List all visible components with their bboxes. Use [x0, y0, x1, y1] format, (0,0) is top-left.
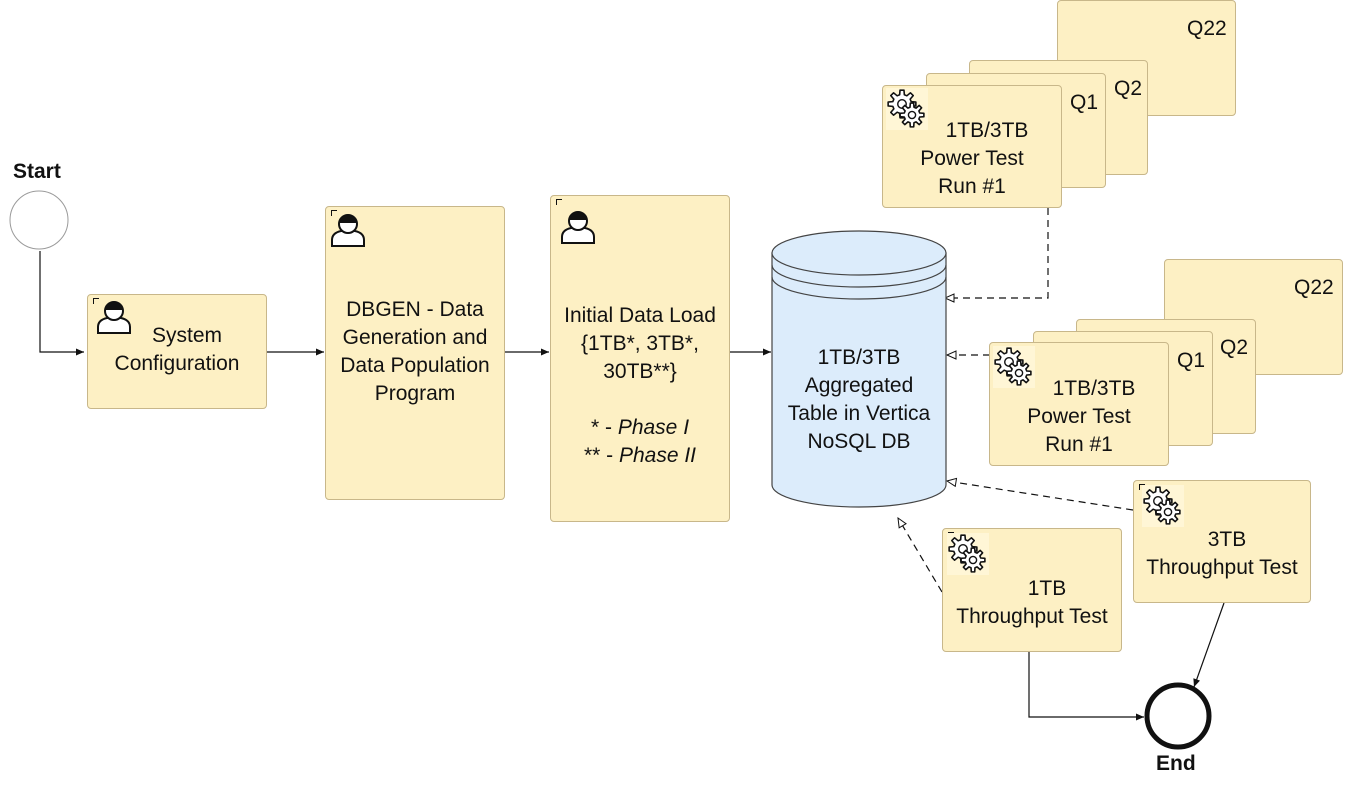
user-icon: [561, 211, 595, 244]
dbgen-text: DBGEN - Data Generation and Data Populat…: [340, 298, 490, 405]
power-test-mid-text: 1TB/3TB Power Test Run #1: [1027, 377, 1136, 456]
assoc-3tb-to-db: [945, 477, 1134, 511]
throughput-3tb-text: 3TB Throughput Test: [1146, 528, 1298, 579]
throughput-1tb-text: 1TB Throughput Test: [956, 577, 1108, 628]
gear-icon: [886, 88, 928, 130]
gear-icon: [1142, 485, 1184, 527]
user-icon: [331, 214, 365, 247]
dbgen-task[interactable]: [325, 206, 505, 500]
query-label-q22: Q22: [1187, 17, 1227, 40]
flow-1tb-to-end: [1028, 652, 1144, 721]
database-text: 1TB/3TB Aggregated Table in Vertica NoSQ…: [787, 346, 931, 453]
assoc-power-top-to-db: [943, 208, 1049, 303]
flow-start-to-config: [39, 251, 84, 356]
task-marker: [331, 210, 337, 216]
query-label-q2: Q2: [1220, 336, 1249, 359]
query-label-q2: Q2: [1114, 77, 1143, 100]
power-test-top-text: 1TB/3TB Power Test Run #1: [920, 119, 1029, 198]
task-marker: [93, 298, 99, 304]
gear-icon: [993, 346, 1035, 388]
query-label-q22: Q22: [1294, 276, 1334, 299]
task-marker: [1139, 484, 1145, 490]
initial-data-load-text: Initial Data Load {1TB*, 3TB*, 30TB**} *…: [550, 302, 730, 470]
phase-one-note: * - Phase I: [590, 416, 690, 439]
end-label: End: [1156, 752, 1196, 775]
end-event[interactable]: [1144, 682, 1212, 750]
task-marker: [556, 199, 562, 205]
gear-icon: [947, 533, 989, 575]
initial-data-load-task[interactable]: [550, 195, 730, 522]
assoc-1tb-to-db: [897, 516, 943, 593]
flow-3tb-to-end: [1193, 602, 1225, 688]
query-label-q1: Q1: [1177, 349, 1206, 372]
start-label: Start: [13, 160, 61, 183]
system-configuration-text: System Configuration: [114, 324, 240, 375]
database-cylinder[interactable]: [771, 230, 947, 508]
query-label-q1: Q1: [1070, 91, 1099, 114]
user-icon: [97, 301, 131, 334]
start-event[interactable]: [9, 190, 69, 250]
phase-two-note: ** - Phase II: [583, 444, 697, 467]
